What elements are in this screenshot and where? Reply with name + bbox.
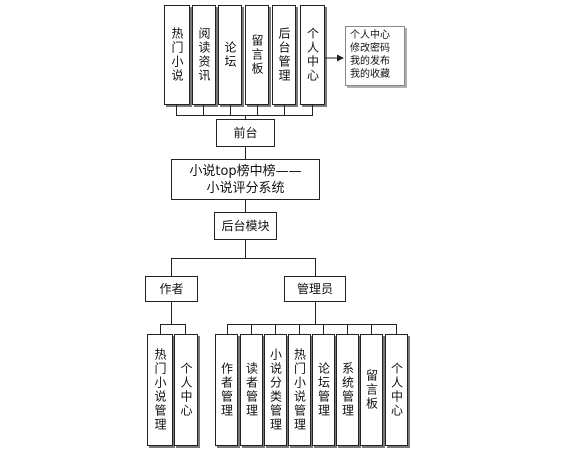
frontend-module-personal-center: 个人中心 bbox=[300, 5, 325, 105]
author-label: 作者 bbox=[159, 281, 184, 296]
admin-module-label: 小说分类管理 bbox=[268, 348, 283, 432]
admin-module-hot-novel-management: 热门小说管理 bbox=[288, 334, 311, 446]
admin-module-category-management: 小说分类管理 bbox=[264, 334, 287, 446]
connector bbox=[171, 302, 172, 324]
note-line: 个人中心 bbox=[350, 30, 390, 41]
admin-module-message-board: 留言板 bbox=[360, 334, 383, 446]
connector bbox=[171, 258, 172, 276]
frontend-module-reading-news: 阅读资讯 bbox=[192, 5, 216, 105]
connector bbox=[245, 147, 246, 159]
connector bbox=[245, 115, 246, 119]
connector bbox=[203, 105, 204, 115]
author-module-label: 热门小说管理 bbox=[153, 348, 167, 432]
author-module-personal-center: 个人中心 bbox=[174, 334, 198, 446]
connector bbox=[257, 105, 258, 115]
frontend-module-hot-novels: 热门小说 bbox=[164, 5, 190, 105]
frontend-module-label: 热门小说 bbox=[170, 27, 184, 83]
admin-module-label: 系统管理 bbox=[340, 362, 355, 418]
backend-label: 后台模块 bbox=[221, 218, 270, 233]
connector bbox=[176, 115, 313, 116]
admin-label: 管理员 bbox=[296, 281, 333, 296]
author-module-hot-novel-management: 热门小说管理 bbox=[147, 334, 173, 446]
connector bbox=[176, 105, 177, 115]
note-line: 我的收藏 bbox=[350, 69, 390, 80]
system-title-node: 小说top榜中榜——小说评分系统 bbox=[171, 159, 320, 200]
admin-module-label: 作者管理 bbox=[219, 362, 234, 418]
connector bbox=[230, 105, 231, 115]
connector bbox=[299, 324, 300, 334]
admin-module-reader-management: 读者管理 bbox=[240, 334, 263, 446]
connector bbox=[160, 324, 186, 325]
frontend-module-label: 阅读资讯 bbox=[197, 27, 211, 83]
admin-module-forum-management: 论坛管理 bbox=[312, 334, 335, 446]
frontend-module-label: 个人中心 bbox=[305, 27, 320, 83]
backend-node: 后台模块 bbox=[214, 212, 277, 240]
note-line: 修改密码 bbox=[350, 43, 390, 54]
connector bbox=[347, 324, 348, 334]
frontend-module-forum: 论坛 bbox=[218, 5, 242, 105]
connector bbox=[315, 258, 316, 276]
admin-module-label: 留言板 bbox=[364, 369, 379, 411]
connector bbox=[371, 324, 372, 334]
admin-module-personal-center: 个人中心 bbox=[385, 334, 408, 446]
frontend-module-label: 留言板 bbox=[250, 34, 264, 76]
frontend-module-message-board: 留言板 bbox=[245, 5, 269, 105]
author-module-label: 个人中心 bbox=[179, 362, 193, 418]
personal-center-note: 个人中心 修改密码 我的发布 我的收藏 bbox=[345, 26, 405, 86]
frontend-label: 前台 bbox=[233, 125, 258, 140]
frontend-module-backend-management: 后台管理 bbox=[272, 5, 296, 105]
connector bbox=[275, 324, 276, 334]
frontend-node: 前台 bbox=[216, 119, 275, 147]
admin-module-label: 论坛管理 bbox=[316, 362, 331, 418]
connector bbox=[160, 324, 161, 334]
admin-module-label: 个人中心 bbox=[389, 362, 404, 418]
admin-module-label: 读者管理 bbox=[244, 362, 259, 418]
connector bbox=[185, 324, 186, 334]
connector bbox=[245, 240, 246, 258]
admin-module-label: 热门小说管理 bbox=[292, 348, 307, 432]
note-line: 我的发布 bbox=[350, 56, 390, 67]
connector bbox=[227, 324, 397, 325]
system-title: 小说top榜中榜——小说评分系统 bbox=[189, 163, 302, 196]
frontend-module-label: 论坛 bbox=[223, 41, 237, 69]
connector bbox=[227, 324, 228, 334]
connector bbox=[396, 324, 397, 334]
connector bbox=[251, 324, 252, 334]
admin-module-author-management: 作者管理 bbox=[215, 334, 238, 446]
connector bbox=[284, 105, 285, 115]
admin-node: 管理员 bbox=[284, 276, 346, 302]
connector bbox=[315, 302, 316, 324]
admin-module-system-management: 系统管理 bbox=[336, 334, 359, 446]
connector bbox=[245, 200, 246, 212]
connector bbox=[171, 258, 316, 259]
author-node: 作者 bbox=[145, 276, 198, 302]
connector bbox=[323, 324, 324, 334]
connector bbox=[312, 105, 313, 115]
frontend-module-label: 后台管理 bbox=[277, 27, 291, 83]
